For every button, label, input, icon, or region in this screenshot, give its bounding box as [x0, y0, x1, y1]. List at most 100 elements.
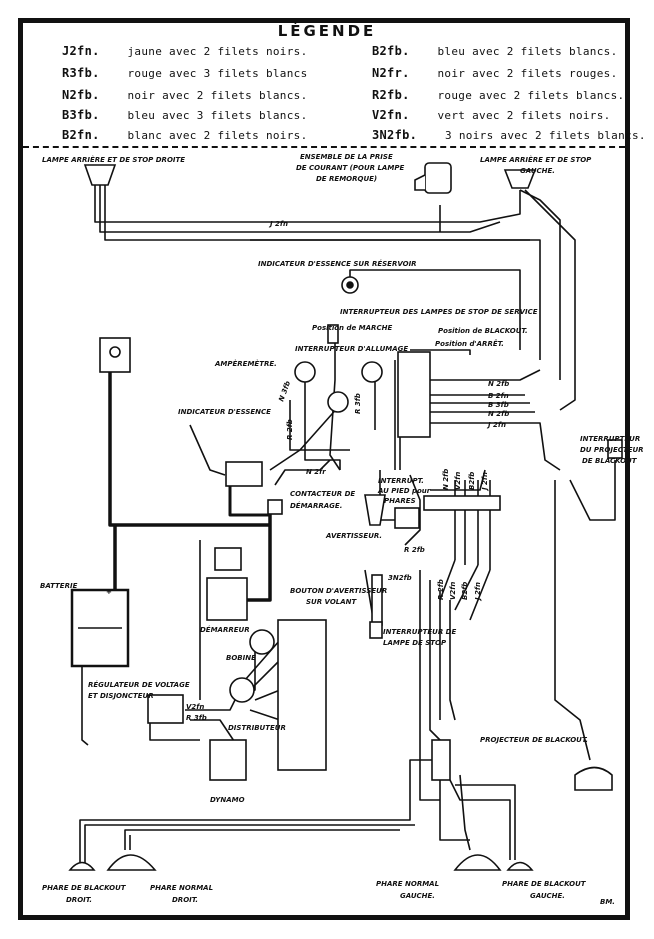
legend-code: V2fn.	[372, 108, 410, 122]
gauge-wire	[269, 404, 341, 471]
front-junction-icon	[431, 739, 451, 781]
label-stop-lamp-switch-1: INTERRUPTEUR DE	[383, 628, 456, 636]
wire-label: R 3fb	[186, 714, 207, 722]
label-fuel-sender: INDICATEUR D'ESSENCE SUR RÉSERVOIR	[258, 259, 417, 268]
headlamp-right-icon	[106, 854, 157, 871]
label-rear-lamp-left-2: GAUCHE.	[520, 167, 555, 175]
label-projector-switch-1: INTERRUPTEUR	[580, 435, 640, 443]
label-blackout-headlamp-left-2: GAUCHE.	[530, 892, 565, 900]
blackout-headlamp-left-icon	[506, 861, 534, 871]
legend-entry: B2fn. blanc avec 2 filets noirs.	[62, 128, 308, 142]
junction-block-icon	[225, 461, 263, 487]
headlight-harness	[124, 829, 400, 850]
stop-switch-wire	[410, 349, 471, 355]
label-blackout-headlamp-right-2: DROIT.	[66, 896, 92, 904]
wire-label: 3N2fb	[388, 574, 412, 582]
dimmer-wire	[430, 469, 486, 491]
label-ammeter: AMPÈREMÈTRE.	[214, 359, 277, 368]
label-dynamo: DYNAMO	[210, 796, 245, 804]
wire-label: R 2fb	[437, 579, 445, 600]
wire-label: V2fn	[454, 472, 462, 490]
label-ignition-switch: INTERRUPTEUR D'ALLUMAGE	[295, 345, 408, 353]
headlight-harness	[439, 780, 470, 841]
label-blackout-projector: PROJECTEUR DE BLACKOUT.	[480, 736, 588, 744]
wire-label: B2fb	[461, 582, 469, 600]
wire-label: N 2fb	[488, 410, 509, 418]
label-distributor: DISTRIBUTEUR	[228, 724, 286, 732]
wire-label: N 2fb	[488, 380, 509, 388]
headlight-harness	[455, 784, 516, 860]
front-harness	[439, 559, 456, 601]
stop-switch-wire	[329, 325, 341, 471]
wire-label: R 3fb	[354, 393, 362, 414]
horn-wire	[404, 474, 421, 546]
horn-icon	[364, 494, 386, 526]
charging-wire	[81, 640, 89, 746]
legend-entry: N2fb. noir avec 2 filets blancs.	[62, 88, 308, 102]
front-harness	[454, 564, 479, 611]
wire-label: N 2fb	[442, 469, 450, 490]
front-harness	[469, 569, 491, 621]
distributor-icon	[229, 677, 255, 703]
label-regulator-2: ET DISJONCTEUR	[88, 692, 154, 700]
label-horn-button-2: SUR VOLANT	[306, 598, 358, 606]
stop-switch-icon	[327, 324, 339, 344]
blackout-headlamp-right-icon	[68, 861, 96, 871]
label-stop-lamp-switch-2: LAMPE DE STOP	[383, 639, 447, 647]
legend-code: R2fb.	[372, 88, 410, 102]
dynamo-icon	[209, 739, 247, 781]
legend-entry: B2fb. bleu avec 2 filets blancs.	[372, 44, 618, 58]
wire-label: B2fb	[468, 472, 476, 490]
label-rear-lamp-left-1: LAMPE ARRIÈRE ET DE STOP	[480, 155, 592, 164]
legend-entry: B3fb. bleu avec 3 filets blancs.	[62, 108, 308, 122]
legend-code: 3N2fb.	[372, 128, 418, 142]
legend-desc: noir avec 2 filets rouges.	[437, 67, 618, 80]
rear-harness	[99, 182, 501, 233]
front-harness	[419, 570, 440, 801]
wire-label: J 2fn	[486, 421, 506, 429]
wire-label: R 2fb	[286, 419, 294, 440]
ammeter-wire	[304, 370, 341, 470]
headlight-harness	[449, 779, 511, 860]
label-position-marche: Position de MARCHE	[312, 324, 392, 332]
starter-relay-icon	[267, 499, 283, 515]
voltage-regulator-icon	[147, 694, 184, 724]
label-trailer-socket-1: ENSEMBLE DE LA PRISE	[300, 153, 393, 161]
legend-desc: vert avec 2 filets noirs.	[437, 109, 611, 122]
legend-entry: N2fr. noir avec 2 filets rouges.	[372, 66, 618, 80]
battery-cable	[240, 512, 272, 602]
label-headlamp-left-2: GAUCHE.	[400, 892, 435, 900]
gauge-wire	[189, 424, 226, 476]
rear-harness	[94, 182, 521, 223]
legend-code: J2fn.	[62, 44, 100, 58]
label-battery: BATTERIE	[40, 582, 78, 590]
legend-desc: rouge avec 2 filets blancs.	[437, 89, 625, 102]
legend-desc: noir avec 2 filets blancs.	[127, 89, 308, 102]
battery-cable	[108, 360, 270, 527]
blackout-projector-icon	[574, 766, 613, 791]
label-foot-switch-1: INTERRUPT.	[378, 477, 424, 485]
label-starter-contactor-1: CONTACTEUR DE	[290, 490, 355, 498]
label-trailer-socket-2: DE COURANT (POUR LAMPE	[296, 164, 404, 172]
label-blackout-headlamp-left-1: PHARE DE BLACKOUT	[502, 880, 587, 888]
rear-harness	[524, 189, 576, 411]
wire-label: B 3fb	[488, 401, 509, 409]
starter-icon	[206, 577, 248, 621]
headlamp-left-icon	[453, 854, 502, 871]
front-harness	[449, 600, 456, 721]
wire-label: J 2fn	[481, 472, 489, 492]
wire-label: N 2fr	[306, 468, 326, 476]
label-position-arret: Position d'ARRÊT.	[435, 339, 504, 348]
label-horn: AVERTISSEUR.	[325, 532, 382, 540]
stop-lamp-switch-icon	[369, 621, 383, 639]
legend-entry: 3N2fb. 3 noirs avec 2 filets blancs.	[372, 128, 646, 142]
legend-desc: blanc avec 2 filets noirs.	[127, 129, 308, 142]
trailer-socket-plug	[414, 174, 426, 191]
label-blackout-headlamp-right-1: PHARE DE BLACKOUT	[42, 884, 127, 892]
wire-label: J 2fn	[268, 220, 288, 228]
rear-lamp-left-icon	[503, 169, 537, 189]
headlight-harness	[84, 824, 415, 870]
label-position-blackout: Position de BLACKOUT.	[438, 327, 528, 335]
